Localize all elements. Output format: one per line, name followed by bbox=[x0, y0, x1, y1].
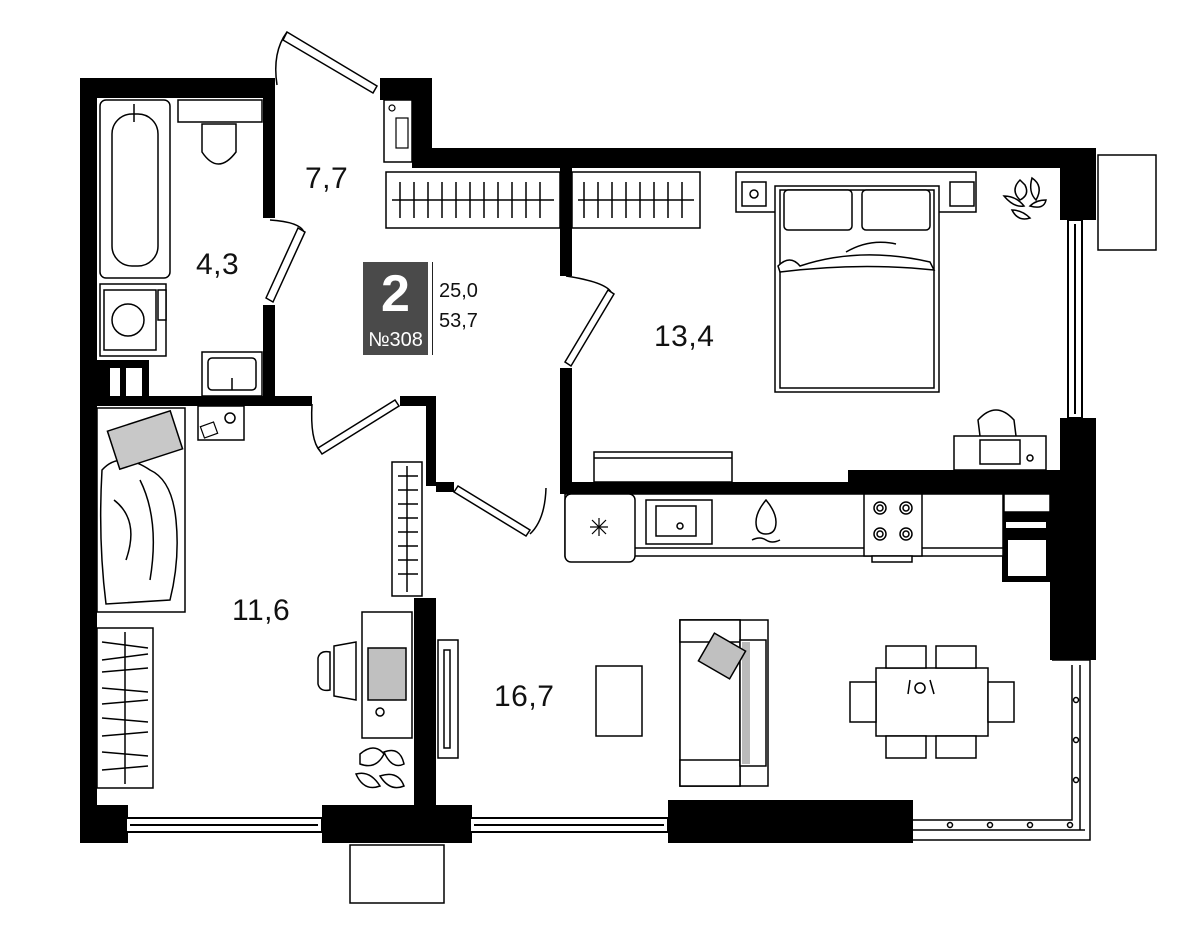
sofa-back bbox=[742, 642, 750, 764]
balcony bbox=[349, 154, 1157, 904]
room-area-bedroom: 13,4 bbox=[654, 320, 715, 353]
table-items bbox=[907, 679, 935, 695]
living-area: 25,0 bbox=[439, 280, 478, 302]
total-area: 53,7 bbox=[439, 310, 478, 332]
apartment-badge: 2 №308 bbox=[363, 262, 428, 355]
walls bbox=[80, 78, 1096, 843]
kids-plant-icon bbox=[354, 747, 405, 789]
room-area-bathroom: 4,3 bbox=[196, 248, 240, 281]
hangers bbox=[101, 182, 683, 771]
kids-pillow bbox=[106, 409, 184, 471]
room-area-living: 16,7 bbox=[494, 680, 555, 713]
room-area-hall: 7,7 bbox=[305, 162, 349, 195]
niche-line bbox=[1006, 522, 1046, 528]
room-area-kids: 11,6 bbox=[232, 594, 291, 627]
doors bbox=[265, 30, 616, 538]
room-count: 2 bbox=[381, 265, 410, 323]
kitchen-furniture bbox=[437, 493, 1051, 787]
closet-inner bbox=[110, 368, 120, 396]
bathroom-fixtures bbox=[99, 99, 263, 397]
bedroom-furniture bbox=[593, 171, 1047, 483]
shoe-rack bbox=[395, 117, 409, 149]
bedroom-plant-icon bbox=[1002, 176, 1047, 220]
windows bbox=[125, 219, 1083, 833]
apartment-areas: 25,0 53,7 bbox=[432, 262, 497, 355]
kids-note bbox=[199, 421, 219, 439]
sofa-pillow bbox=[697, 632, 747, 680]
apartment-number: №308 bbox=[368, 329, 423, 351]
closet-inner bbox=[126, 368, 142, 396]
sink-cross-icon bbox=[590, 518, 608, 536]
shoe-dot bbox=[388, 104, 396, 112]
niche-inner bbox=[1008, 540, 1046, 576]
kids-laptop bbox=[367, 647, 407, 701]
balcony-dots bbox=[946, 696, 1080, 829]
